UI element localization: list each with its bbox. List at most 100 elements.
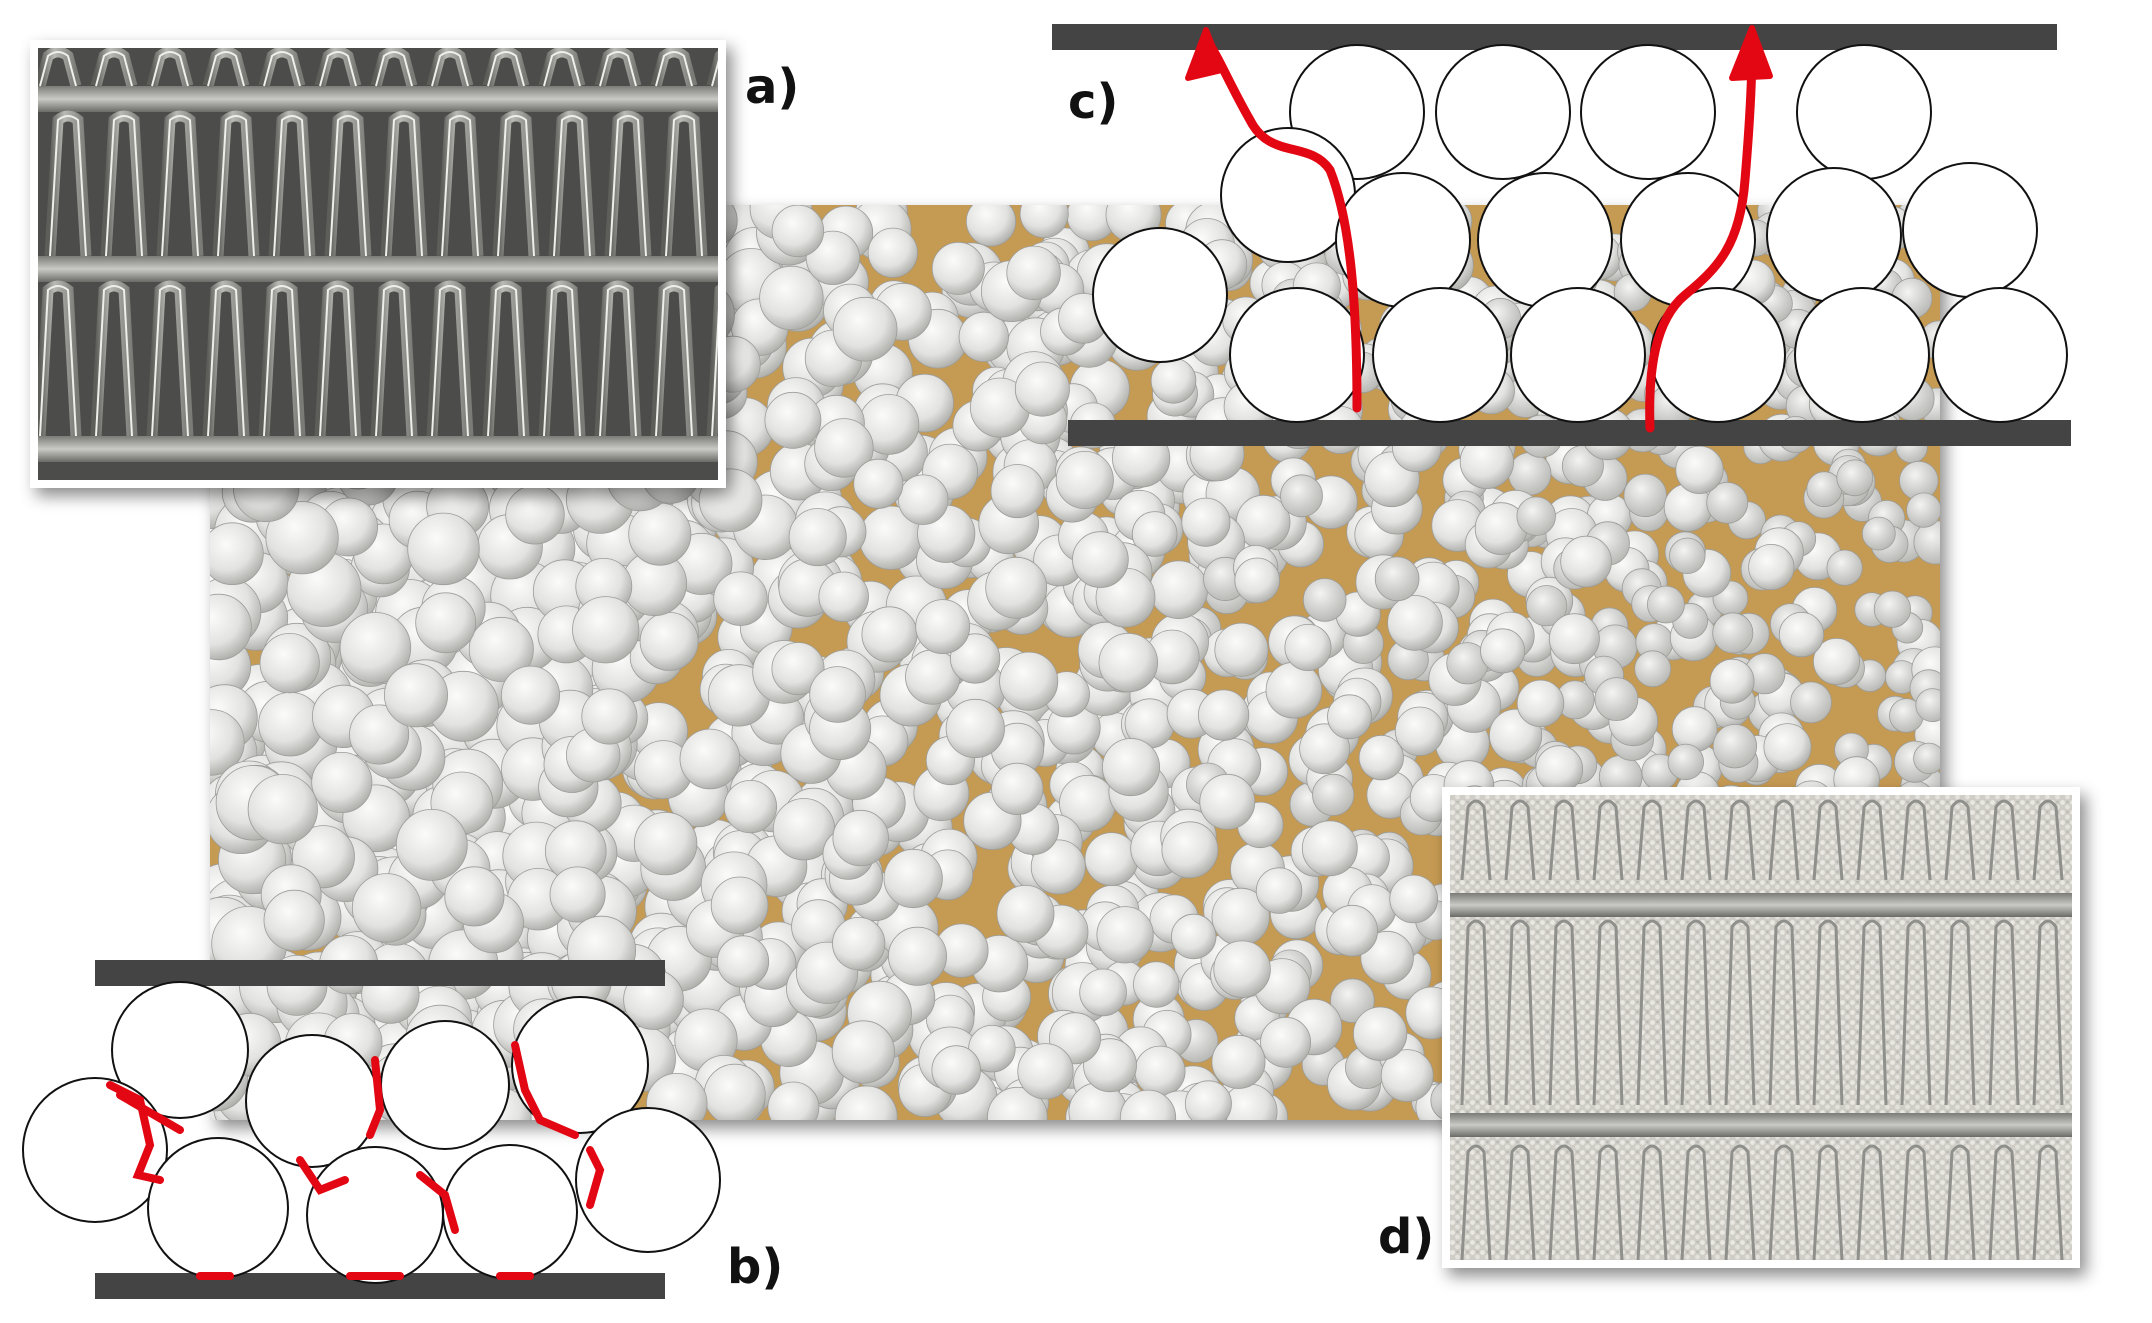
sphere-packing bbox=[1092, 44, 2068, 423]
fin-fold bbox=[1592, 919, 1624, 1106]
sphere bbox=[1372, 287, 1508, 423]
fin-highlight bbox=[207, 285, 245, 437]
fin-highlight bbox=[599, 285, 637, 437]
granule bbox=[1353, 1006, 1408, 1061]
fin-highlight bbox=[151, 285, 189, 437]
fin-highlight bbox=[543, 51, 581, 87]
fin-tube bbox=[1450, 893, 2072, 917]
panel-d-label: d) bbox=[1378, 1209, 1434, 1265]
granule bbox=[999, 651, 1059, 711]
granule bbox=[1131, 511, 1178, 557]
granule bbox=[1260, 1016, 1311, 1068]
sphere bbox=[111, 981, 249, 1119]
fin-highlight bbox=[497, 115, 535, 257]
granule bbox=[1667, 743, 1704, 781]
flow-path-right bbox=[1645, 43, 1757, 433]
granule bbox=[1098, 632, 1158, 693]
granule bbox=[853, 458, 904, 509]
panel-b: b) bbox=[22, 960, 783, 1299]
fin-fold bbox=[1680, 919, 1712, 1106]
granule bbox=[1560, 535, 1612, 588]
fin-highlight bbox=[487, 285, 525, 437]
arrow-up-icon bbox=[1729, 25, 1773, 81]
granule bbox=[958, 311, 1009, 362]
fin-highlight bbox=[95, 51, 133, 87]
granule bbox=[1299, 723, 1350, 775]
fin-tube bbox=[1450, 1113, 2072, 1137]
sphere bbox=[442, 1144, 578, 1280]
granule bbox=[1906, 492, 1940, 528]
granule bbox=[1301, 820, 1358, 877]
granule bbox=[788, 508, 847, 567]
granule bbox=[965, 205, 1017, 247]
granule bbox=[888, 926, 948, 986]
granule bbox=[1712, 612, 1754, 654]
granule bbox=[1374, 556, 1420, 602]
granule-coated-fin-icon bbox=[1450, 795, 2072, 1260]
granule bbox=[1763, 723, 1812, 772]
panel-c-label: c) bbox=[1068, 74, 1118, 130]
sphere bbox=[1477, 172, 1613, 308]
contact-highlight bbox=[116, 1091, 184, 1134]
panel-c: c) bbox=[1052, 24, 2071, 446]
fin-highlight bbox=[49, 115, 87, 257]
panel-a: a) bbox=[30, 40, 799, 488]
fin-fold bbox=[1592, 799, 1624, 881]
granule bbox=[1516, 679, 1565, 728]
granule bbox=[1213, 940, 1271, 998]
fin-fold bbox=[1636, 1144, 1668, 1260]
granule bbox=[415, 592, 477, 654]
sphere bbox=[1766, 167, 1902, 303]
corrugated-fin-heat-exchanger-icon bbox=[38, 48, 718, 480]
contact-highlight bbox=[366, 1056, 385, 1139]
granule bbox=[263, 889, 325, 952]
fin-highlight bbox=[487, 51, 525, 87]
granule bbox=[832, 809, 889, 867]
granule bbox=[1312, 773, 1355, 817]
granule bbox=[265, 501, 339, 575]
fin-highlight bbox=[217, 115, 255, 257]
granule bbox=[723, 779, 778, 834]
granule bbox=[931, 1045, 981, 1095]
granule bbox=[311, 752, 373, 814]
fin-fold bbox=[1548, 799, 1580, 881]
sphere bbox=[1229, 287, 1365, 423]
fin-highlight bbox=[207, 51, 245, 87]
fin-fold bbox=[1768, 1144, 1800, 1260]
fin-highlight bbox=[151, 51, 189, 87]
granule bbox=[1019, 205, 1069, 239]
fin-fold bbox=[1680, 1144, 1712, 1260]
granule bbox=[713, 571, 768, 626]
granule bbox=[1170, 913, 1217, 960]
sphere bbox=[1435, 44, 1571, 180]
top-plate bbox=[1052, 24, 2057, 50]
fin-highlight bbox=[161, 115, 199, 257]
sphere bbox=[1510, 287, 1646, 423]
sphere bbox=[1794, 287, 1930, 423]
fin-fold bbox=[1900, 1144, 1932, 1260]
granule bbox=[985, 556, 1048, 619]
granule bbox=[1389, 874, 1438, 924]
granule bbox=[832, 296, 898, 362]
sphere bbox=[147, 1137, 289, 1279]
granule bbox=[1302, 578, 1347, 622]
granule bbox=[1280, 474, 1323, 518]
fin-highlight bbox=[431, 285, 469, 437]
granule bbox=[505, 485, 565, 545]
granule bbox=[628, 502, 692, 566]
fin-fold bbox=[1460, 799, 1492, 881]
fin-highlight bbox=[441, 115, 479, 257]
granule bbox=[716, 935, 770, 988]
granule bbox=[1712, 724, 1758, 769]
granule bbox=[931, 241, 985, 295]
fin-highlight bbox=[599, 51, 637, 87]
granule bbox=[1199, 773, 1256, 830]
granule bbox=[834, 1085, 898, 1120]
fin-fold bbox=[1548, 919, 1580, 1106]
granule bbox=[395, 809, 468, 881]
granule bbox=[1072, 531, 1129, 588]
fin-highlight bbox=[105, 115, 143, 257]
granule bbox=[351, 873, 422, 943]
bottom-plate bbox=[1068, 420, 2071, 446]
fin-fold bbox=[1504, 919, 1536, 1106]
